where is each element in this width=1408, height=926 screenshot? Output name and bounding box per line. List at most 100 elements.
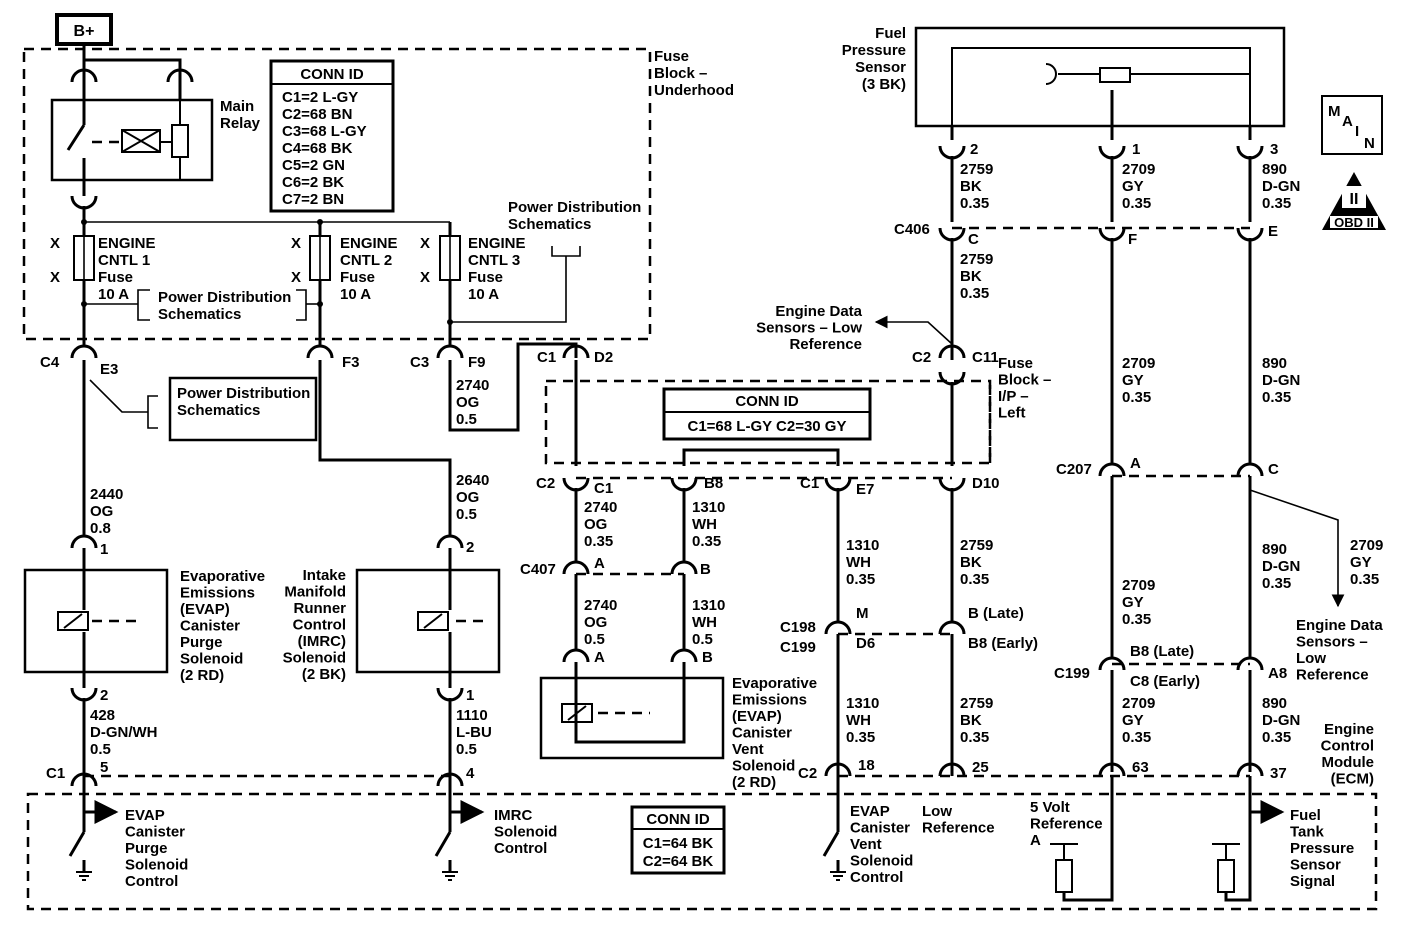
wire-w2709-a-1: 2709 (1122, 161, 1155, 178)
wire-w2709-c-1: 2709 (1122, 577, 1155, 594)
connector-c198: C198 (780, 619, 816, 636)
main-stamp: M A I N (1321, 95, 1383, 155)
ecm-fn-purge-3: Purge (125, 840, 168, 857)
wire-w890-b-1: 890 (1262, 355, 1287, 372)
svg-text:OBD II: OBD II (1334, 215, 1374, 230)
connector-d10: D10 (972, 475, 1000, 492)
evap-vent-label-3: (EVAP) (732, 708, 782, 725)
wire-w1310-b-3: 0.5 (692, 631, 713, 648)
svg-text:10 A: 10 A (340, 286, 371, 303)
wire-w2709-c-2: GY (1122, 594, 1144, 611)
wire-w2740-f9-3: 0.5 (456, 411, 477, 428)
connector-c3: C3 (410, 354, 429, 371)
ecm-fn-vent-2: Canister (850, 820, 910, 837)
connector-pin63: 63 (1132, 759, 1149, 776)
wire-w1310-a-1: 1310 (692, 499, 725, 516)
svg-text:CNTL 2: CNTL 2 (340, 252, 392, 269)
ecm-fn-purge-4: Solenoid (125, 857, 188, 874)
evap-purge-label-5: Purge (180, 634, 223, 651)
ecm-label-1: Engine (1324, 721, 1374, 738)
connector-c1-ecm: C1 (46, 765, 65, 782)
wire-w890-d-3: 0.35 (1262, 729, 1291, 746)
connector-e3: E3 (100, 361, 118, 378)
conn-id-row-2: C2=68 BN (282, 106, 352, 123)
connector-b8-late: B8 (Late) (1130, 643, 1194, 660)
connector-c4: C4 (40, 354, 60, 371)
connector-c2-c11-c: C2 (912, 349, 931, 366)
connector-p1-imrc: 1 (466, 687, 474, 704)
evap-vent-label-1: Evaporative (732, 675, 817, 692)
wire-w2709-a-2: GY (1122, 178, 1144, 195)
evap-vent-label-2: Emissions (732, 692, 807, 709)
wire-w2440-3: 0.8 (90, 520, 111, 537)
ip-fuse-block-label-3: I/P – (998, 388, 1029, 405)
wire-w2759-a-1: 2759 (960, 161, 993, 178)
svg-text:Pressure: Pressure (842, 42, 906, 59)
svg-text:A: A (1342, 113, 1353, 130)
left-wiring: Power Distribution Schematics (23, 342, 578, 881)
wire-w2759-b-1: 2759 (960, 251, 993, 268)
engine-data-right-label-4: Reference (1296, 667, 1369, 684)
wire-w428-3: 0.5 (90, 741, 111, 758)
evap-purge-label-3: (EVAP) (180, 601, 230, 618)
right-wiring (576, 90, 1345, 902)
evap-purge-label-2: Emissions (180, 585, 255, 602)
connector-c199-a: C199 (780, 639, 816, 656)
connector-c406-e: E (1268, 223, 1278, 240)
svg-text:10 A: 10 A (98, 286, 129, 303)
conn-id-underhood-title: CONN ID (300, 66, 364, 83)
wire-w890-a-1: 890 (1262, 161, 1287, 178)
imrc-label-4: Control (293, 617, 346, 634)
ecm-fn-purge-2: Canister (125, 824, 185, 841)
svg-text:Block –: Block – (654, 65, 707, 82)
wire-w890-a-2: D-GN (1262, 178, 1300, 195)
connector-e7: E7 (856, 481, 874, 498)
wire-w2709-e-2: GY (1350, 554, 1372, 571)
wire-w1110-1: 1110 (456, 707, 488, 724)
connector-f3: F3 (342, 354, 360, 371)
svg-text:Schematics: Schematics (508, 216, 591, 233)
wire-w2709-a-3: 0.35 (1122, 195, 1151, 212)
connector-c407: C407 (520, 561, 556, 578)
engine-data-right-label-2: Sensors – (1296, 634, 1368, 651)
x-mark: X (291, 269, 301, 286)
connector-pin4: 4 (466, 765, 475, 782)
wire-w2740-f9-2: OG (456, 394, 479, 411)
ecm-fn-vent-1: EVAP (850, 803, 890, 820)
ecm-fn-five-volt-1: 5 Volt (1030, 799, 1070, 816)
svg-text:Fuse: Fuse (654, 48, 689, 65)
wire-w2709-d-1: 2709 (1122, 695, 1155, 712)
connector-f9: F9 (468, 354, 486, 371)
connector-p1-purge: 1 (100, 541, 108, 558)
wire-w2740-b-2: OG (584, 614, 607, 631)
svg-text:Fuse: Fuse (98, 269, 133, 286)
connector-c2-c1-c: C2 (536, 475, 555, 492)
wire-w2709-d-2: GY (1122, 712, 1144, 729)
svg-text:ENGINE: ENGINE (340, 235, 398, 252)
svg-text:CONN ID: CONN ID (735, 393, 799, 410)
wire-w890-d-1: 890 (1262, 695, 1287, 712)
wire-w2709-b-2: GY (1122, 372, 1144, 389)
wire-w2740-a-1: 2740 (584, 499, 617, 516)
wire-w2759-b-3: 0.35 (960, 285, 989, 302)
connector-fps-1: 1 (1132, 141, 1140, 158)
engine-data-top-label-3: Reference (789, 336, 862, 353)
wire-w2440-1: 2440 (90, 486, 123, 503)
connector-c407-b: B (700, 561, 711, 578)
ecm-label-2: Control (1321, 738, 1374, 755)
main-relay: Main Relay (50, 46, 261, 222)
svg-text:CNTL 1: CNTL 1 (98, 252, 150, 269)
connector-c1-pin: C1 (594, 480, 613, 497)
evap-purge-label-1: Evaporative (180, 568, 265, 585)
connector-a8: A8 (1268, 665, 1287, 682)
engine-data-top-label-2: Sensors – Low (756, 320, 862, 337)
connector-b8: B8 (704, 475, 723, 492)
ip-fuse-block-label-2: Block – (998, 372, 1051, 389)
wire-w1310-d-1: 1310 (846, 695, 879, 712)
x-mark: X (420, 235, 430, 252)
svg-text:Schematics: Schematics (177, 402, 260, 419)
svg-text:N: N (1364, 135, 1375, 152)
wire-w2759-d-3: 0.35 (960, 729, 989, 746)
